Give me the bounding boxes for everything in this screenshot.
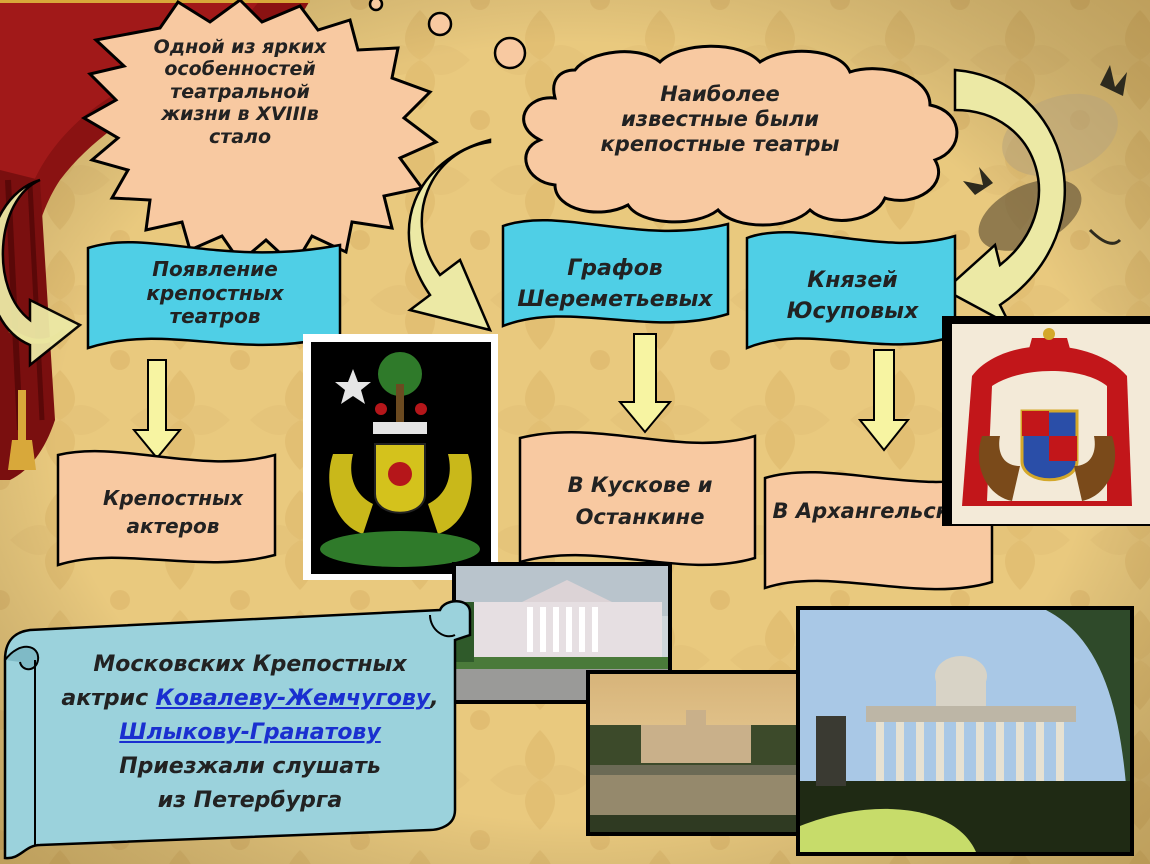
wave-left-text: Крепостных актеров	[102, 486, 244, 538]
wave-middle-text: В Кускове и Останкине	[567, 473, 713, 529]
scroll-line-3: Шлыкову-Гранатову	[45, 716, 455, 750]
star-burst-text: Одной из ярких особенностей театральной …	[153, 36, 327, 148]
down-arrow-left	[131, 359, 183, 460]
curved-arrow-middle	[407, 138, 493, 332]
wave-middle-shape	[518, 431, 757, 567]
wave-right-shape	[763, 471, 994, 591]
scroll-line-1: Московских Крепостных	[93, 652, 407, 677]
scroll-text: Московских Крепостных актрис Ковалеву-Же…	[45, 648, 455, 818]
photo-ostankino-drawing	[590, 674, 802, 832]
wave-left-shape	[56, 449, 277, 567]
scroll-line-2-suffix: ,	[430, 686, 439, 712]
photo-arkhangelskoye	[796, 606, 1134, 856]
down-arrow-middle	[617, 333, 673, 434]
cloud-text: Наиболее известные были крепостные театр…	[600, 82, 840, 156]
coat-of-arms-right-drawing	[952, 324, 1150, 524]
scroll-line-2-prefix: актрис	[61, 686, 156, 712]
banner-right-text: Князей Юсуповых	[786, 268, 919, 324]
scroll-line-2: актрис Ковалеву-Жемчугову,	[45, 682, 455, 716]
curved-arrow-left	[0, 178, 83, 368]
photo-arkhangelskoye-drawing	[800, 610, 1130, 852]
scroll-line-4: Приезжали слушать	[119, 754, 381, 780]
coat-of-arms-left	[303, 334, 498, 580]
banner-middle-shape	[501, 219, 730, 328]
curved-arrow-right	[942, 68, 1066, 328]
coat-of-arms-right	[942, 316, 1150, 526]
link-shlykova-granatova[interactable]: Шлыкову-Гранатову	[119, 720, 381, 746]
photo-ostankino	[586, 670, 806, 836]
down-arrow-right	[857, 349, 911, 452]
scroll-line-5: из Петербурга	[157, 788, 343, 814]
link-kovaleva-zhemchugova[interactable]: Ковалеву-Жемчугову	[155, 686, 431, 712]
banner-left-text: Появление крепостных театров	[146, 257, 284, 329]
coat-of-arms-left-drawing	[311, 342, 491, 574]
banner-middle-text: Графов Шереметьевых	[517, 256, 713, 312]
